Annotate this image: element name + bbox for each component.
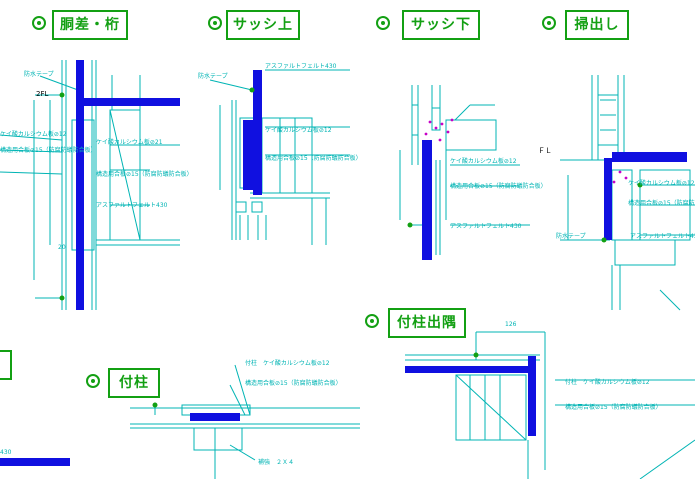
label-tsukebashira-plate-2: 付柱 ケイ酸カルシウム板⊘12 — [565, 378, 650, 386]
section-title-dozashi: 胴差・桁 — [52, 10, 128, 40]
section-marker-icon — [86, 374, 100, 388]
label-plywood-5: 構造用合板⊘15（防腐防蟻防合板） — [245, 379, 342, 387]
label-felt-4: アスファルトフェルト430 — [630, 233, 695, 240]
detail-sash-top — [209, 69, 350, 245]
section-title-sash-bottom: サッシ下 — [402, 10, 480, 40]
label-fl: ＦＬ — [538, 147, 552, 155]
label-2fl: 2FL — [36, 90, 48, 98]
label-dim-430: 430 — [0, 449, 12, 456]
label-calcium-3: ケイ酸カルシウム板⊘12 — [450, 157, 517, 165]
section-marker-icon — [542, 16, 556, 30]
label-plywood-1b: 構造用合板⊘15（防腐防蟻防合板） — [96, 170, 193, 178]
label-waterproof-tape-1: 防水テープ — [24, 70, 54, 78]
label-waterproof-tape-2: 防水テープ — [198, 72, 228, 80]
wall-sheathing — [0, 60, 687, 466]
label-dim-126: 126 — [505, 321, 517, 328]
detail-haki — [560, 75, 695, 311]
section-marker-icon — [208, 16, 222, 30]
label-calcium-4: ケイ酸カルシウム板⊘12 — [628, 179, 695, 187]
label-reinforcement: 補強 ２Ｘ４ — [258, 458, 294, 466]
label-plywood-1: 構造用合板⊘15（防腐防蟻防合板） — [0, 146, 97, 154]
section-marker-icon — [32, 16, 46, 30]
detail-tsukebashira-dezumi — [405, 331, 695, 480]
label-calcium-21: ケイ酸カルシウム板⊘21 — [96, 138, 163, 146]
hatch-marks — [424, 118, 628, 184]
leader-dots — [59, 87, 643, 408]
label-dim-20: 20 — [58, 244, 66, 251]
label-tsukebashira-plate: 付柱 ケイ酸カルシウム板⊘12 — [245, 359, 330, 367]
label-felt-3: アスファルトフェルト430 — [450, 223, 522, 230]
section-title-tsukebashira: 付柱 — [108, 368, 160, 398]
label-plywood-6: 構造用合板⊘15（防腐防蟻防合板） — [565, 403, 662, 411]
label-waterproof-tape-4: 防水テープ — [556, 232, 586, 240]
label-calcium-1: ケイ酸カルシウム板⊘12 — [0, 130, 67, 138]
section-marker-icon — [365, 314, 379, 328]
label-calcium-2: ケイ酸カルシウム板⊘12 — [265, 126, 332, 134]
section-title-sash-top: サッシ上 — [226, 10, 300, 40]
detail-sash-bottom — [399, 85, 530, 255]
detail-dozashi — [0, 60, 180, 310]
section-title-haki: 掃出し — [565, 10, 629, 40]
label-plywood-2: 構造用合板⊘15（防腐防蟻防合板） — [265, 154, 362, 162]
label-plywood-3: 構造用合板⊘15（防腐防蟻防合板） — [450, 182, 547, 190]
label-felt-1: アスファルトフェルト430 — [96, 202, 168, 209]
section-title-tsukebashira-dezumi: 付柱出隅 — [388, 308, 466, 338]
detail-tsukebashira — [130, 364, 360, 479]
label-felt-2: アスファルトフェルト430 — [265, 63, 337, 70]
label-plywood-4: 構造用合板⊘15（防腐防蟻防合板） — [628, 199, 695, 207]
section-marker-icon — [376, 16, 390, 30]
section-title-partial — [0, 350, 12, 380]
